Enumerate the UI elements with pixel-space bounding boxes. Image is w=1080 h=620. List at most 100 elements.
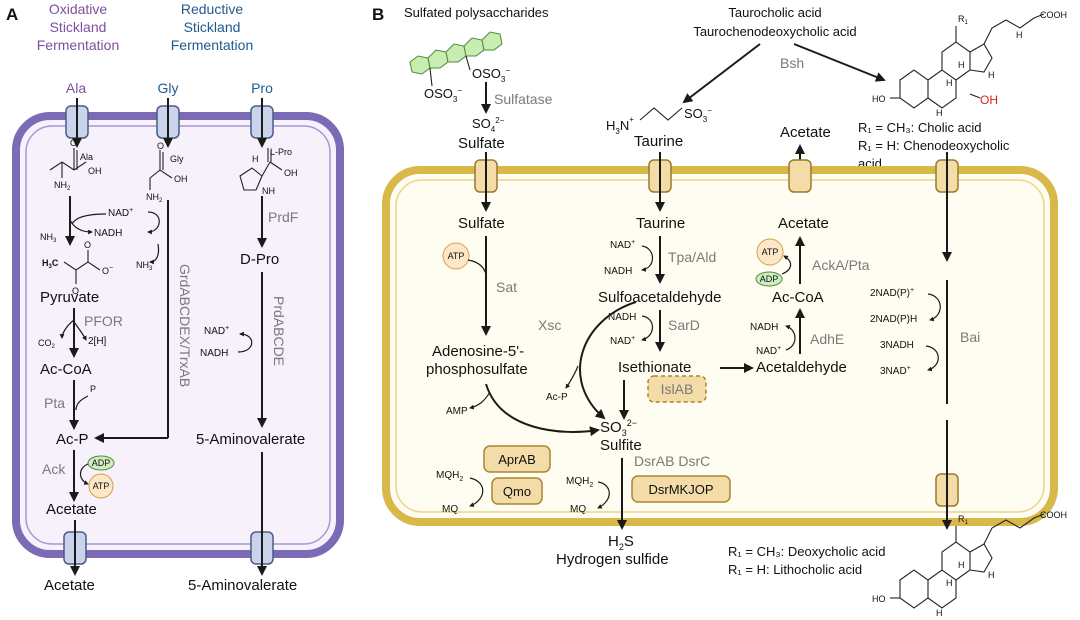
panel-b-label: B	[372, 5, 384, 24]
nad-curve-b2	[641, 315, 654, 342]
alanine-structure: Ala O OH NH2	[49, 138, 102, 192]
atp-curve-b	[781, 255, 792, 275]
atp-badge-b	[756, 238, 784, 266]
glycine-structure: Gly O OH NH2	[146, 141, 188, 204]
nad-curve-b3	[785, 324, 796, 351]
oxidative-header-line-3: Fermentation	[37, 37, 119, 53]
nh3-a2: NH3	[136, 260, 153, 272]
xsc-enzyme: Xsc	[538, 317, 561, 333]
co2-curve	[59, 319, 75, 339]
deoxycholic-label: R₁ = CH₃: Deoxycholic acid	[728, 544, 885, 559]
atp-curve-a	[79, 463, 89, 485]
nad-curve-a1	[71, 213, 107, 225]
ack-enzyme: Ack	[42, 461, 66, 477]
taurine-structure: H3N+ SO3−	[606, 106, 712, 136]
adhe-enzyme: AdhE	[810, 331, 844, 347]
glycine-oh: OH	[174, 174, 188, 184]
phosphate-curve	[75, 395, 89, 411]
proline-nh: NH	[262, 186, 275, 196]
dsrmkjop-enzyme: DsrMKJOP	[649, 482, 714, 497]
proline-h: H	[252, 154, 259, 164]
oxidative-header-line-2: Stickland	[50, 19, 107, 35]
svg-text:O: O	[84, 240, 91, 250]
sulfate-in: Sulfate	[458, 215, 505, 232]
nadph-curve	[927, 293, 941, 322]
d-pro: D-Pro	[240, 251, 279, 268]
taurine-so3: SO3−	[684, 106, 712, 124]
three-nad: 3NAD+	[880, 365, 911, 377]
acp-curve-b	[565, 365, 579, 389]
nad-plus-a2: NAD+	[204, 325, 229, 337]
qmo-box	[491, 477, 543, 505]
reductive-header-line-1: Reductive	[181, 1, 243, 17]
aprab-enzyme: AprAB	[498, 452, 536, 467]
sulfite-so3: SO32−	[600, 418, 637, 438]
oxidative-header: Oxidative Stickland Fermentation	[37, 1, 119, 53]
oxidative-header-line-1: Oxidative	[49, 1, 108, 17]
aminovalerate-out: 5-Aminovalerate	[188, 577, 297, 594]
atp-a: ATP	[93, 481, 110, 491]
svg-text:O: O	[157, 141, 164, 151]
two-h: 2[H]	[88, 336, 107, 347]
cholic-h3: H	[958, 60, 965, 70]
nadh-b1: NADH	[604, 266, 632, 277]
nh3-a1: NH3	[40, 232, 57, 244]
pfor-enzyme: PFOR	[84, 313, 123, 329]
nadh-curve-a1	[69, 219, 93, 235]
nadph-h: 2NAD(P)H	[870, 314, 917, 325]
cholic-h1: H	[936, 108, 943, 118]
acp-b: Ac-P	[546, 392, 568, 403]
accoa-a: Ac-CoA	[40, 361, 92, 378]
acp-a: Ac-P	[56, 431, 89, 448]
islab-enzyme: IslAB	[661, 381, 694, 397]
cholic-h5: H	[1016, 30, 1023, 40]
sulfite: Sulfite	[600, 437, 642, 454]
atp-b: ATP	[762, 247, 779, 257]
cholic-acid-structure: R1 COOH HO OH H H H H H	[872, 10, 1067, 118]
pta-enzyme-a: Pta	[44, 395, 65, 411]
aa-pro: Pro	[251, 80, 273, 96]
cell-b-membrane	[382, 166, 1058, 526]
three-nadh-curve	[925, 345, 939, 372]
dsrab-enzyme: DsrAB DsrC	[634, 453, 710, 469]
bai-enzyme: Bai	[960, 329, 980, 345]
secondary-ho: HO	[872, 594, 886, 604]
cholic-oh-red: OH	[980, 93, 998, 107]
sulfated-polysaccharides: Sulfated polysaccharides	[404, 5, 549, 20]
svg-text:O−: O−	[102, 265, 113, 276]
lithocholic-label: R₁ = H: Lithocholic acid	[728, 562, 862, 577]
so4-label: SO42−	[472, 116, 505, 134]
reductive-header: Reductive Stickland Fermentation	[171, 1, 253, 53]
svg-text:O: O	[70, 138, 77, 148]
aa-ala: Ala	[66, 80, 86, 96]
cholic-cooh: COOH	[1040, 10, 1067, 20]
glycine-nh2: NH2	[146, 192, 163, 204]
nadh-curve-a2	[237, 331, 253, 353]
bsh-enzyme: Bsh	[780, 55, 804, 71]
polysaccharide-icon	[409, 31, 503, 87]
grd-enzyme: GrdABCDEX/TrxAB	[177, 264, 193, 387]
nadh-a1: NADH	[94, 228, 122, 239]
cell-b-inner-membrane	[395, 179, 1045, 513]
oso3-top: OSO3−	[472, 66, 510, 84]
mq-curve-b2	[597, 481, 610, 509]
mq-b2: MQ	[570, 504, 586, 515]
dsrmkjop-box	[631, 475, 731, 503]
acetate-in-b: Acetate	[778, 215, 829, 232]
pyruvate-structure: H3C O O O−	[42, 240, 113, 296]
oso3-bottom: OSO3−	[424, 86, 462, 104]
prd-enzyme: PrdABCDE	[271, 296, 287, 366]
taurocholic-acid: Taurocholic acid	[728, 5, 821, 20]
mqh2-b1: MQH2	[436, 470, 463, 483]
transporter-acetate-b	[788, 159, 812, 193]
reductive-header-line-3: Fermentation	[171, 37, 253, 53]
nh3-curve-gly	[149, 243, 160, 265]
two-h-curve	[73, 321, 87, 341]
mq-curve-b1	[469, 477, 484, 507]
acetate-out-a: Acetate	[44, 577, 95, 594]
glycine-tag: Gly	[170, 154, 184, 164]
secondary-h3: H	[958, 560, 965, 570]
secondary-h2: H	[946, 578, 953, 588]
hydrogen-sulfide: Hydrogen sulfide	[556, 551, 669, 568]
